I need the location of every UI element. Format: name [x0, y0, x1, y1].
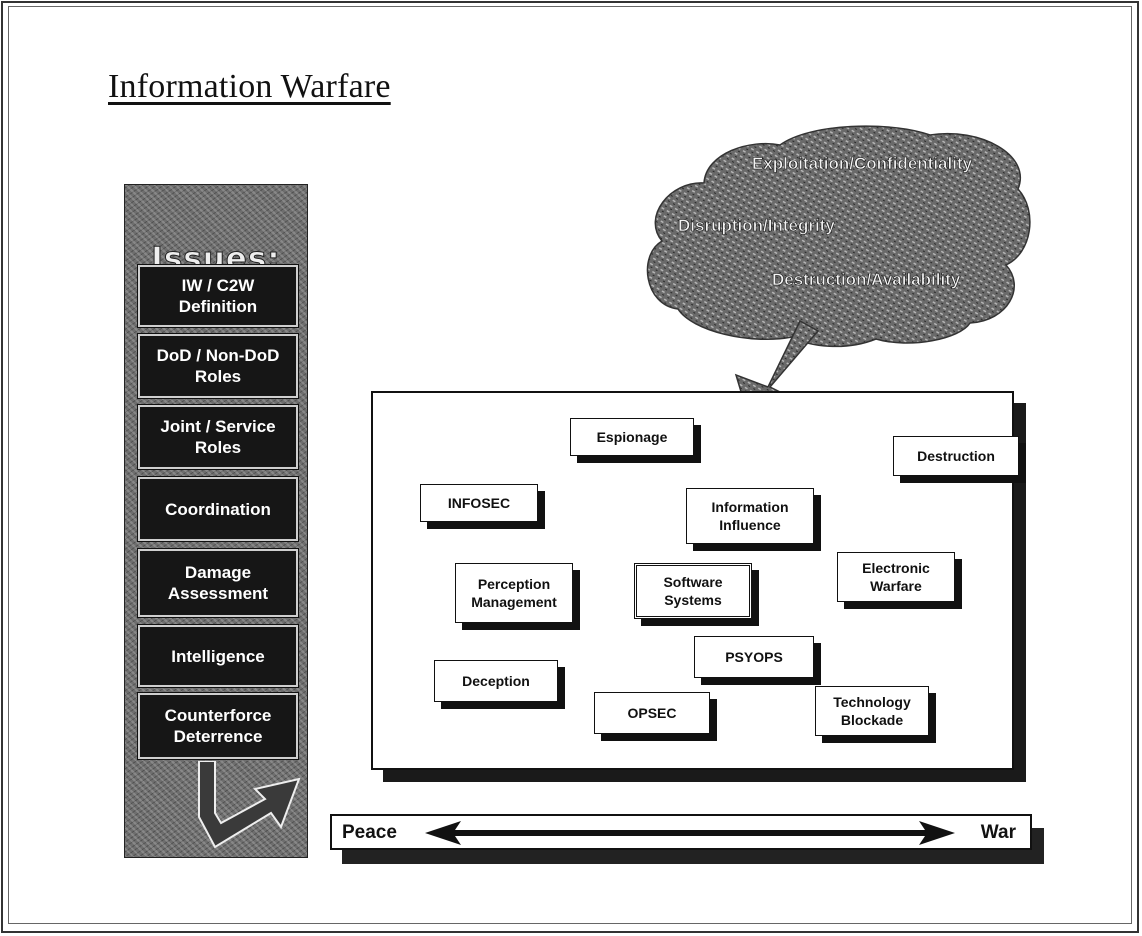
page-title: Information Warfare — [108, 68, 391, 105]
peace-label: Peace — [342, 822, 397, 843]
peace-war-spectrum: Peace War — [330, 814, 1032, 850]
activity-technology-blockade: Technology Blockade — [815, 686, 929, 736]
activity-destruction: Destruction — [893, 436, 1019, 476]
activity-espionage: Espionage — [570, 418, 694, 456]
issue-dod-non-dod-roles: DoD / Non-DoD Roles — [138, 334, 298, 398]
cloud-label-destruction: Destruction/Availability — [772, 270, 961, 290]
activity-software-systems: Software Systems — [634, 563, 752, 619]
activity-electronic-warfare: Electronic Warfare — [837, 552, 955, 602]
activity-perception-management: Perception Management — [455, 563, 573, 623]
issue-intelligence: Intelligence — [138, 625, 298, 687]
issue-iw-c2w-definition: IW / C2W Definition — [138, 265, 298, 327]
activity-deception: Deception — [434, 660, 558, 702]
issue-coordination: Coordination — [138, 477, 298, 541]
issue-damage-assessment: Damage Assessment — [138, 549, 298, 617]
cloud-label-disruption: Disruption/Integrity — [678, 216, 835, 236]
activity-opsec: OPSEC — [594, 692, 710, 734]
activity-information-influence: Information Influence — [686, 488, 814, 544]
activity-psyops: PSYOPS — [694, 636, 814, 678]
cloud-label-exploitation: Exploitation/Confidentiality — [752, 154, 973, 174]
issues-panel: Issues: IW / C2W Definition DoD / Non-Do… — [124, 184, 308, 858]
issues-arrow-icon — [198, 761, 301, 849]
war-label: War — [980, 822, 1016, 843]
issue-counterforce-deterrence: Counterforce Deterrence — [138, 693, 298, 759]
issue-joint-service-roles: Joint / Service Roles — [138, 405, 298, 469]
inner-frame — [8, 6, 1132, 924]
activity-infosec: INFOSEC — [420, 484, 538, 522]
double-arrow-icon — [425, 821, 955, 845]
